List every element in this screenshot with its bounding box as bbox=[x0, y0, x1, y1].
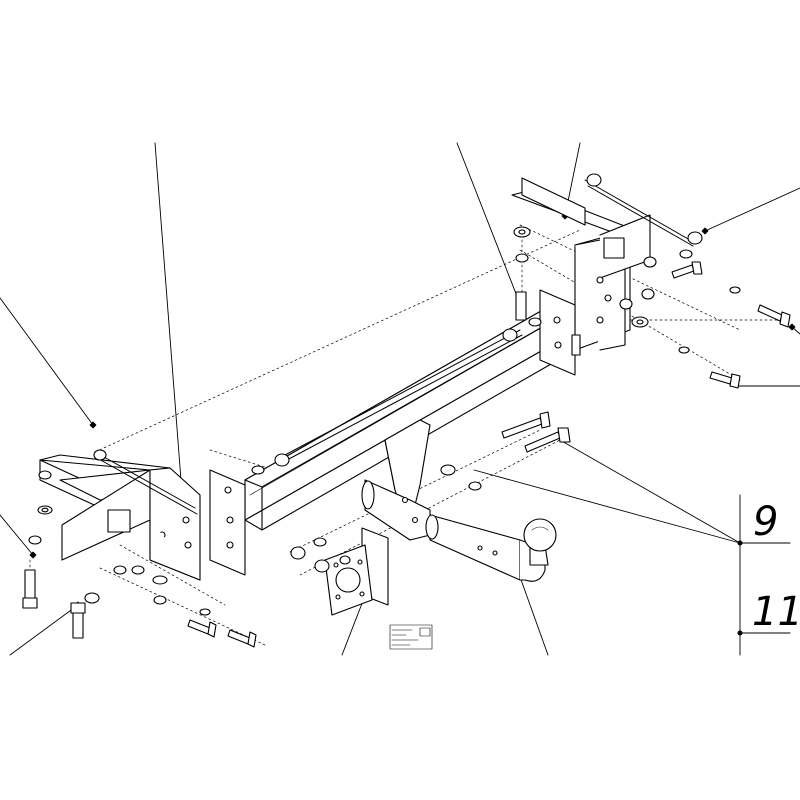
long-rods bbox=[94, 179, 694, 515]
leader-line bbox=[0, 514, 34, 556]
leader-line bbox=[9, 604, 79, 656]
info-plate bbox=[389, 624, 433, 650]
leader-line bbox=[0, 297, 94, 426]
leader-line bbox=[154, 142, 183, 494]
center-hook-bracket bbox=[361, 419, 431, 541]
callout-number-11: 11 bbox=[752, 589, 800, 635]
leader-line bbox=[559, 439, 741, 544]
washers-nuts bbox=[28, 173, 741, 616]
leader-line bbox=[704, 187, 800, 232]
right-bracket bbox=[511, 177, 651, 376]
tow-ball bbox=[523, 518, 557, 566]
left-bracket bbox=[39, 454, 246, 581]
callout-number-9: 9 bbox=[753, 499, 779, 545]
leader-line bbox=[473, 469, 741, 544]
socket-plate bbox=[324, 527, 389, 616]
bolts bbox=[22, 261, 791, 648]
